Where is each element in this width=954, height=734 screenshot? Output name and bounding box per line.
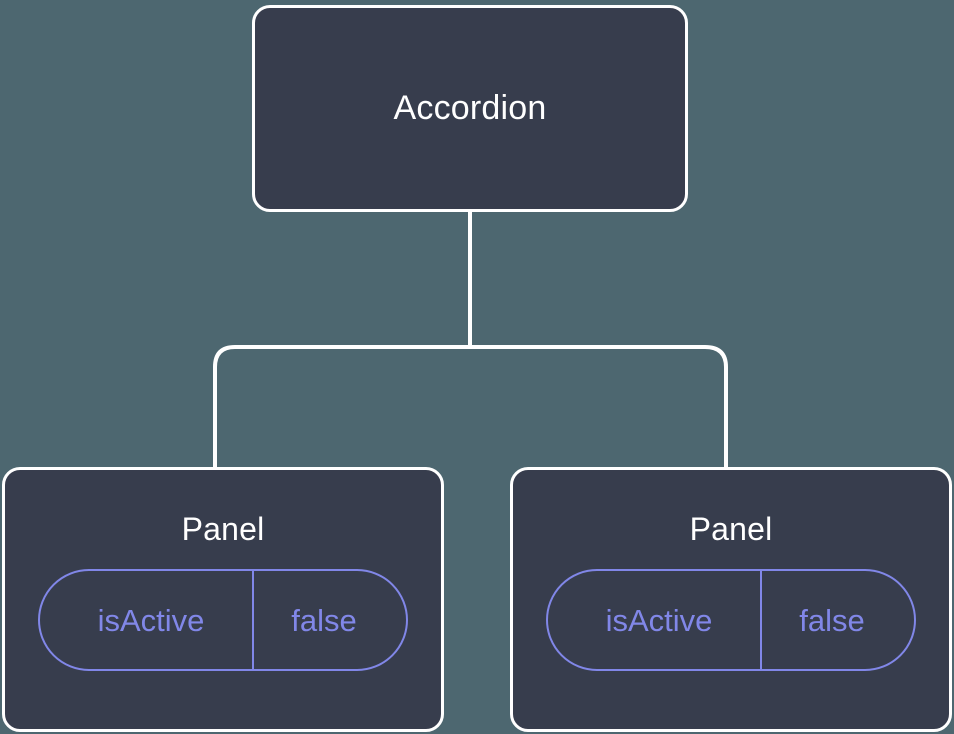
prop-pill-panel-2[interactable]: isActive false bbox=[546, 569, 916, 672]
node-accordion[interactable]: Accordion bbox=[252, 5, 688, 212]
prop-value-isactive: false bbox=[799, 602, 865, 638]
node-accordion-label: Accordion bbox=[393, 88, 547, 127]
node-panel-1-label: Panel bbox=[181, 511, 265, 547]
prop-value-isactive: false bbox=[291, 602, 357, 638]
prop-key-isactive: isActive bbox=[97, 602, 205, 638]
prop-pill-panel-1[interactable]: isActive false bbox=[38, 569, 408, 672]
prop-pill-divider bbox=[252, 571, 254, 670]
node-panel-2-label: Panel bbox=[689, 511, 773, 547]
prop-key-isactive: isActive bbox=[605, 602, 713, 638]
node-panel-2[interactable]: Panel isActive false bbox=[510, 467, 952, 732]
edge-bus-to-children bbox=[213, 345, 728, 467]
node-panel-1[interactable]: Panel isActive false bbox=[2, 467, 444, 732]
prop-pill-divider bbox=[760, 571, 762, 670]
